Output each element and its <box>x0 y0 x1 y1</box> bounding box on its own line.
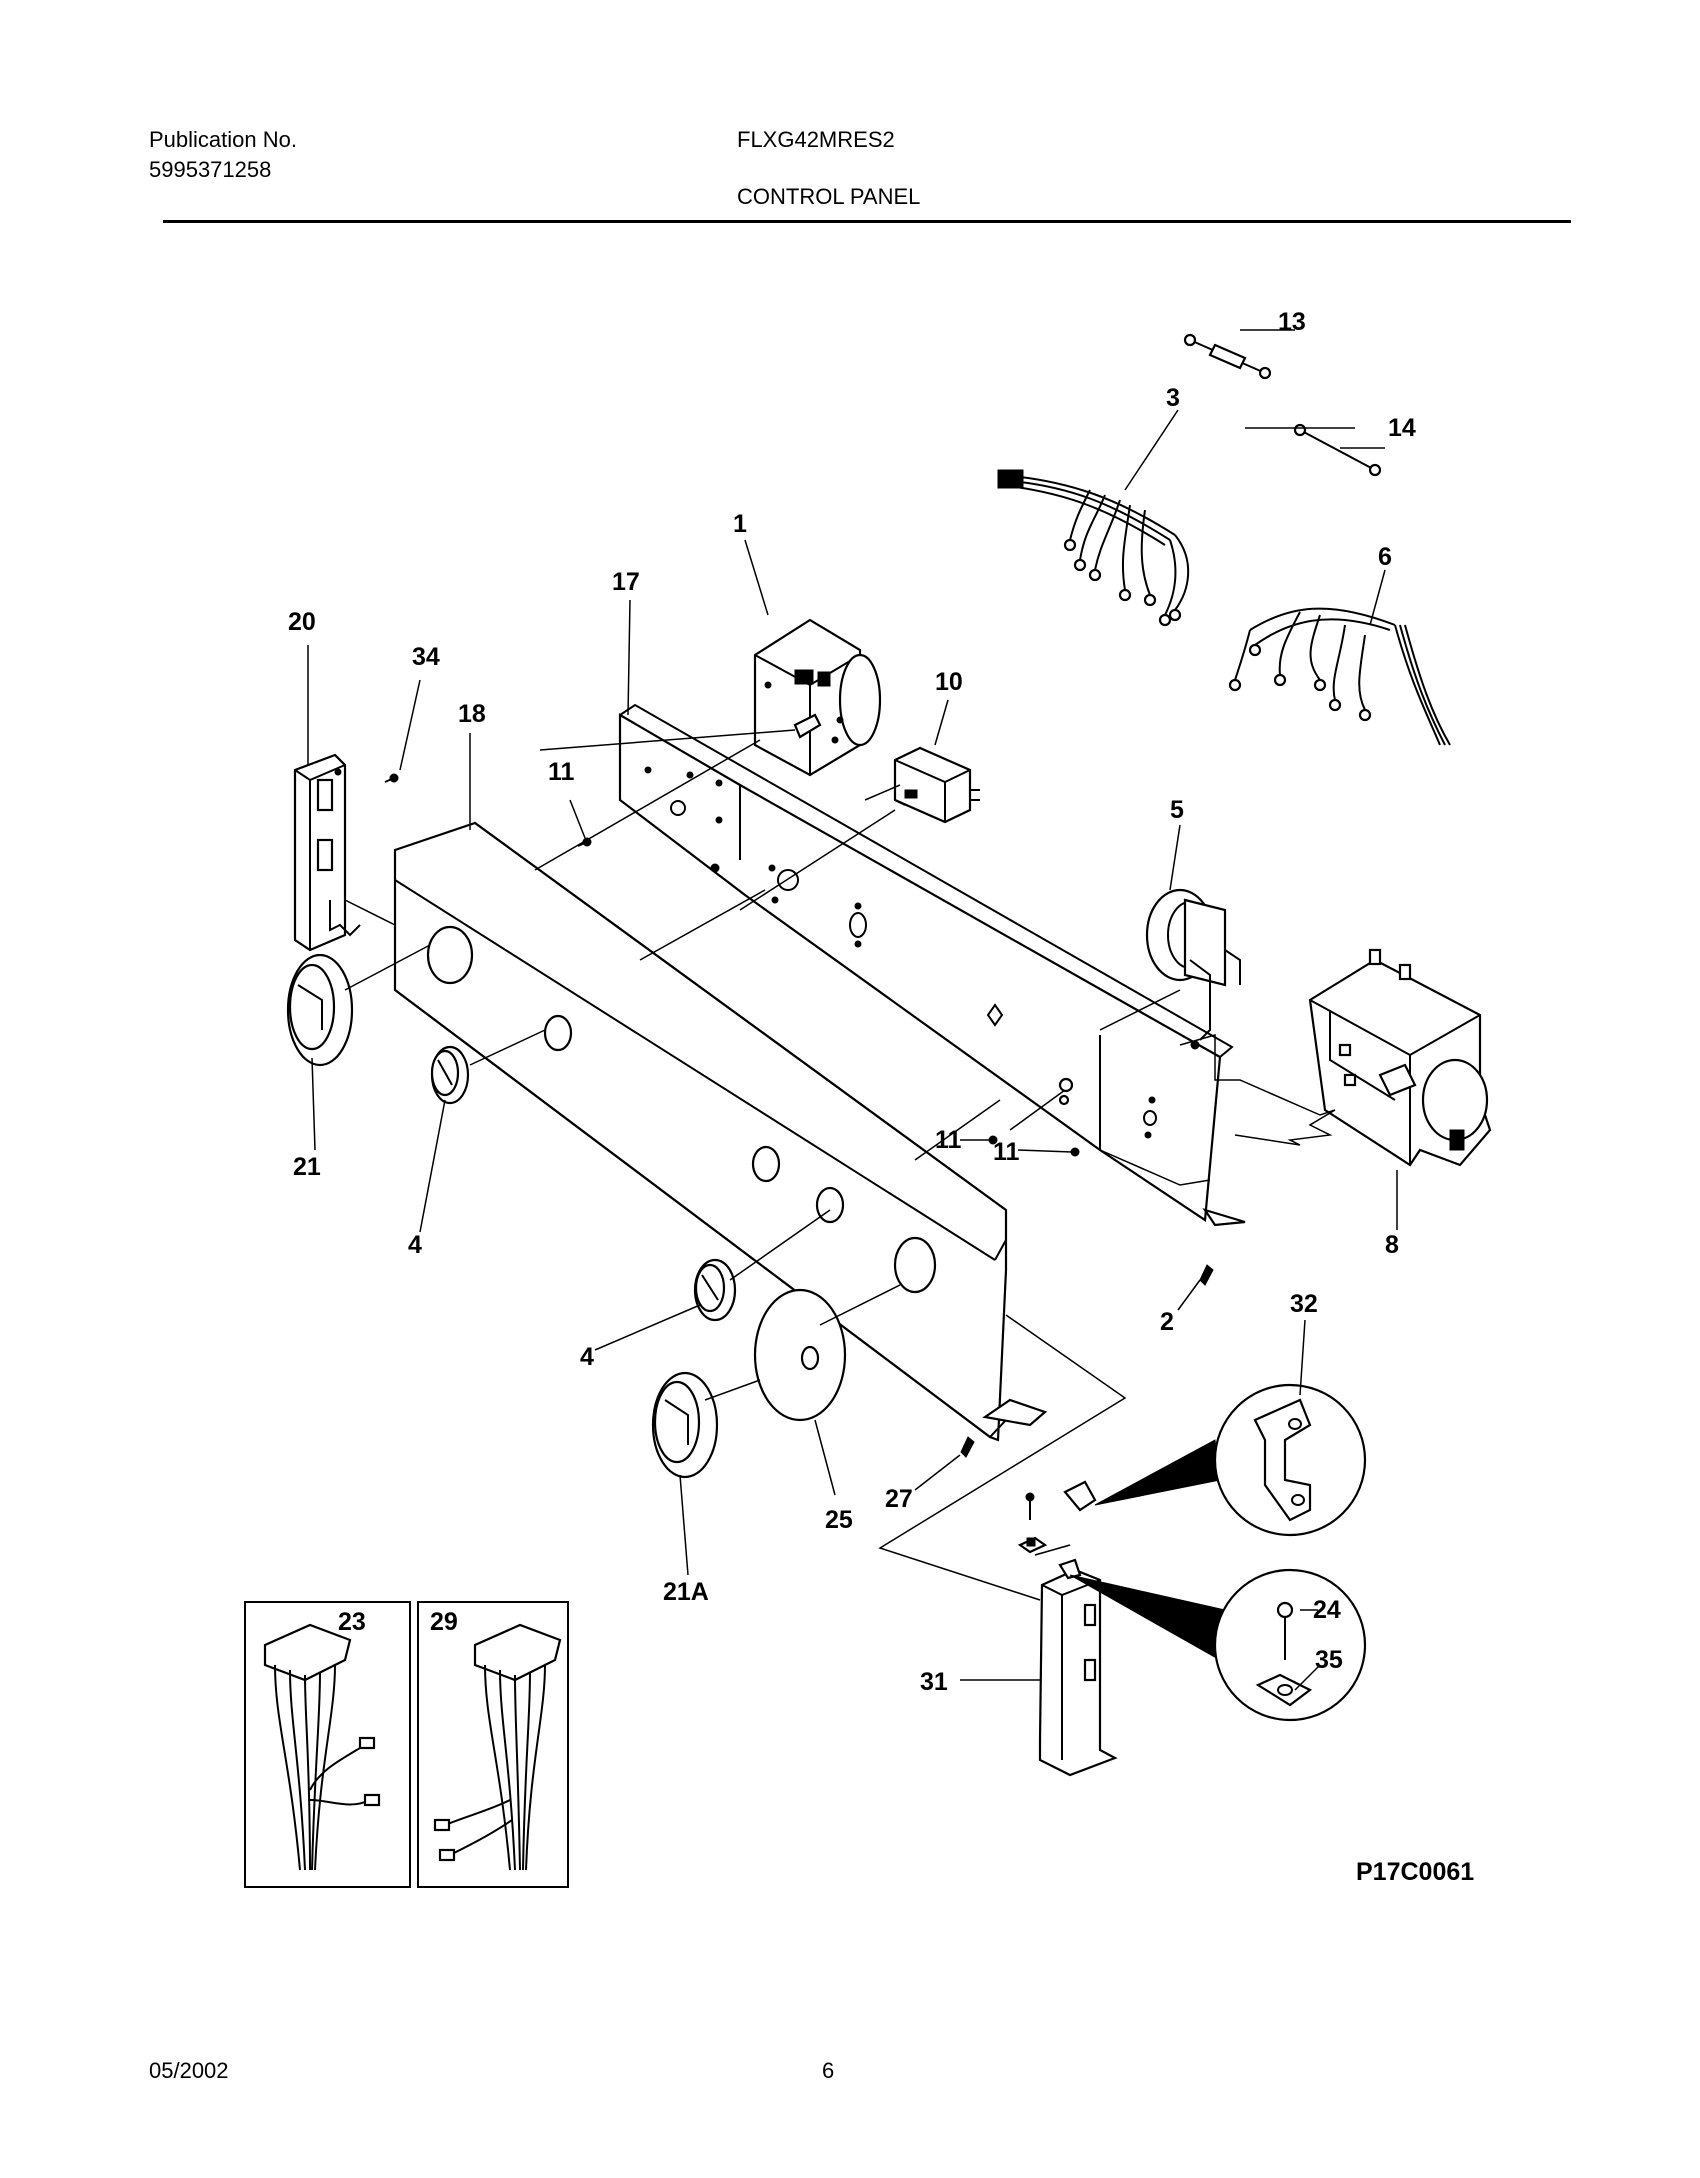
callout-2: 2 <box>1160 1308 1174 1336</box>
publication-number: 5995371258 <box>149 157 272 182</box>
callout-11-middle: 11 <box>935 1126 962 1154</box>
knob-21 <box>286 953 354 1067</box>
callout-1: 1 <box>733 510 747 538</box>
timer <box>753 618 882 777</box>
buzzer <box>1145 888 1241 1050</box>
control-panel-console <box>393 821 1048 1442</box>
callout-25: 25 <box>825 1506 853 1534</box>
assembly-lines <box>344 729 1336 1601</box>
leader-lines <box>307 329 1398 1691</box>
header-rule <box>163 220 1571 223</box>
detail-24-35 <box>1069 1568 1367 1722</box>
dial-skirt-25 <box>753 1288 847 1422</box>
inset-23 <box>244 1601 411 1888</box>
callout-17: 17 <box>612 568 640 596</box>
screws <box>384 773 1214 1458</box>
callout-11-upper: 11 <box>548 758 575 786</box>
selector-switch <box>893 746 980 824</box>
wire-harness-3 <box>997 469 1190 627</box>
knob-4-upper <box>430 1045 470 1105</box>
callout-32: 32 <box>1290 1290 1318 1318</box>
callout-4-left: 4 <box>408 1231 422 1259</box>
callout-8: 8 <box>1385 1231 1399 1259</box>
model-number: FLXG42MRES2 <box>737 127 895 152</box>
jumper-14 <box>1293 423 1382 477</box>
bracket-31 <box>1017 1480 1118 1777</box>
mounting-bracket <box>618 703 1246 1227</box>
callout-3: 3 <box>1166 384 1180 412</box>
control-module <box>1308 948 1492 1167</box>
callout-18: 18 <box>458 700 486 728</box>
detail-32 <box>1094 1383 1367 1537</box>
page-number: 6 <box>822 2058 835 2083</box>
callout-4-bottom: 4 <box>580 1343 594 1371</box>
callout-35: 35 <box>1315 1646 1343 1674</box>
knob-21a <box>651 1371 719 1479</box>
callout-21: 21 <box>293 1153 321 1181</box>
callout-29: 29 <box>430 1608 458 1636</box>
footer-date: 05/2002 <box>149 2058 229 2083</box>
callout-11-lower: 11 <box>993 1138 1020 1166</box>
callout-24: 24 <box>1313 1596 1341 1624</box>
callouts: 13 3 14 6 1 17 10 20 34 18 11 5 11 11 21… <box>288 308 1416 1696</box>
inset-29 <box>417 1601 569 1888</box>
callout-6: 6 <box>1378 543 1392 571</box>
knob-4-lower <box>693 1258 737 1322</box>
callout-21a: 21A <box>663 1578 709 1606</box>
callout-27: 27 <box>885 1485 913 1513</box>
wire-harness-6 <box>1228 607 1451 746</box>
callout-31: 31 <box>920 1668 948 1696</box>
callout-34: 34 <box>412 643 440 671</box>
jumper-13 <box>1183 333 1272 380</box>
publication-label: Publication No. <box>149 127 297 152</box>
callout-10: 10 <box>935 668 963 696</box>
end-cap <box>293 753 361 952</box>
callout-5: 5 <box>1170 796 1184 824</box>
callout-14: 14 <box>1388 414 1416 442</box>
callout-13: 13 <box>1278 308 1306 336</box>
callout-23: 23 <box>338 1608 366 1636</box>
diagram-code: P17C0061 <box>1356 1858 1474 1886</box>
callout-20: 20 <box>288 608 316 636</box>
section-title: CONTROL PANEL <box>737 184 921 209</box>
